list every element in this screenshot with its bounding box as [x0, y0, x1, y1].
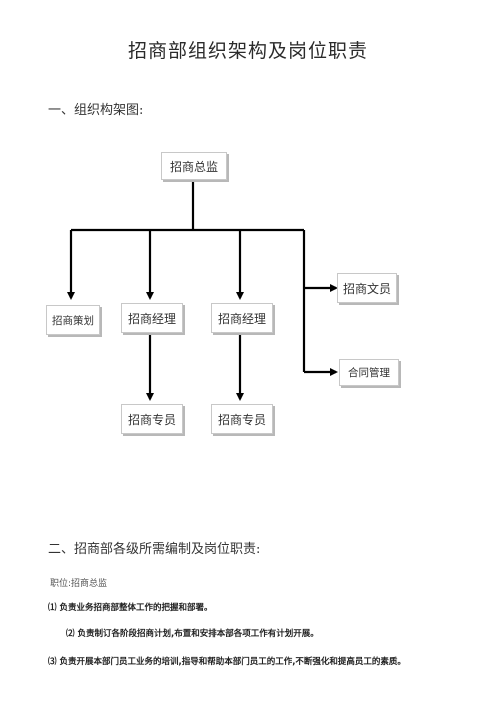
duty-item-1: ⑴ 负责业务招商部整体工作的把握和部署。	[48, 603, 213, 613]
section-heading-org-chart: 一、组织构架图:	[48, 103, 144, 118]
org-box-manager-2: 招商经理	[211, 303, 273, 333]
section-heading-duties: 二、招商部各级所需编制及岗位职责:	[48, 542, 261, 557]
position-label: 职位:招商总监	[50, 579, 108, 589]
org-box-planning: 招商策划	[46, 305, 100, 335]
duty-item-3: ⑶ 负责开展本部门员工业务的培训,指导和帮助本部门员工的工作,不断强化和提高员工…	[48, 657, 406, 667]
org-box-specialist-2: 招商专员	[211, 404, 273, 434]
org-box-manager-1: 招商经理	[121, 303, 183, 333]
duty-item-2: ⑵ 负责制订各阶段招商计划,布置和安排本部各项工作有计划开展。	[66, 629, 319, 639]
org-box-contract: 合同管理	[339, 359, 399, 386]
org-box-director: 招商总监	[161, 152, 227, 180]
org-box-specialist-1: 招商专员	[121, 404, 183, 434]
org-box-clerk: 招商文员	[337, 273, 397, 303]
page-title: 招商部组织架构及岗位职责	[127, 40, 368, 62]
